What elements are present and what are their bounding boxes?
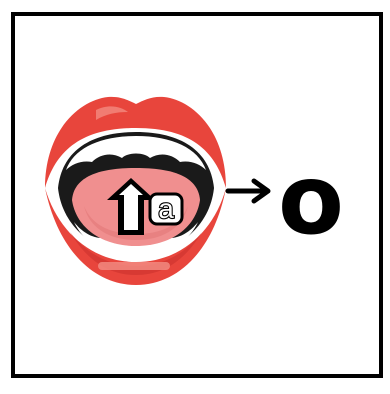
result-letter: o <box>272 150 350 250</box>
right-arrow-icon <box>228 181 268 201</box>
tongue-letter: a <box>158 193 174 224</box>
tongue-letter-badge: a <box>150 193 182 224</box>
lower-lip-highlight <box>98 262 170 270</box>
